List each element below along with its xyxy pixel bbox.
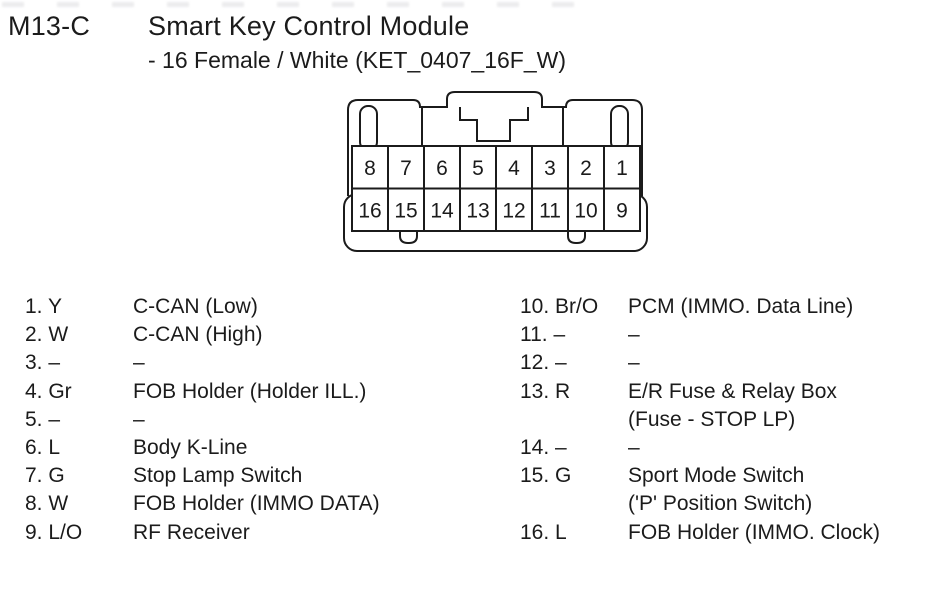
pin-number-and-wire-color: 16. L — [520, 520, 567, 544]
pin-row: ('P' Position Switch) — [520, 490, 880, 518]
pin-cell-number: 16 — [358, 199, 381, 222]
pin-number-and-wire-color: 12. – — [520, 351, 567, 375]
pin-function: Sport Mode Switch — [628, 464, 805, 488]
pin-number-and-wire-color: 4. Gr — [25, 379, 72, 403]
pin-function: – — [628, 436, 640, 460]
pin-function: RF Receiver — [133, 520, 250, 544]
pin-grid: 8 7 6 5 4 3 2 1 16 15 14 13 12 11 10 9 — [351, 145, 641, 232]
page-subtitle: - 16 Female / White (KET_0407_16F_W) — [148, 47, 566, 73]
connector-diagram: 8 7 6 5 4 3 2 1 16 15 14 13 12 11 10 9 — [330, 85, 660, 265]
pin-row: 2. W C-CAN (High) — [25, 321, 380, 349]
pin-row: 13. R E/R Fuse & Relay Box — [520, 378, 880, 406]
pin-number-and-wire-color: 15. G — [520, 464, 572, 488]
pin-function: FOB Holder (IMMO DATA) — [133, 492, 380, 516]
pin-row: 16. L FOB Holder (IMMO. Clock) — [520, 519, 880, 547]
pin-cell — [531, 187, 569, 232]
pin-number-and-wire-color: 14. – — [520, 436, 567, 460]
pin-cell-number: 15 — [394, 199, 417, 222]
pin-number-and-wire-color: 8. W — [25, 492, 69, 516]
connector-bottom-tab-left — [399, 232, 418, 244]
pin-function: – — [628, 351, 640, 375]
pin-cell — [603, 187, 641, 232]
pin-cell-number: 7 — [400, 157, 412, 180]
pin-row: 3. – – — [25, 349, 380, 377]
pin-cell-number: 13 — [466, 199, 489, 222]
pin-function: PCM (IMMO. Data Line) — [628, 295, 854, 318]
connector-bottom-tab-right — [567, 232, 586, 244]
pin-function: E/R Fuse & Relay Box — [628, 379, 837, 403]
pin-cell — [423, 187, 461, 232]
pin-function: FOB Holder (Holder ILL.) — [133, 379, 367, 403]
pin-row: 12. – – — [520, 349, 880, 377]
pin-row: 5. – – — [25, 406, 380, 434]
pin-row: 9. L/O RF Receiver — [25, 519, 380, 547]
pin-number-and-wire-color — [520, 490, 628, 518]
pin-function: Stop Lamp Switch — [133, 464, 303, 488]
pin-cell-number: 5 — [472, 157, 484, 180]
pin-function: – — [133, 407, 145, 431]
pin-row: (Fuse - STOP LP) — [520, 406, 880, 434]
pin-function: C-CAN (High) — [133, 323, 263, 347]
pin-row: 10. Br/O PCM (IMMO. Data Line) — [520, 293, 880, 321]
connector-id: M13-C — [8, 11, 91, 41]
page-title: Smart Key Control Module — [148, 11, 470, 41]
pin-cell-number: 12 — [502, 199, 525, 222]
pin-cell-number: 3 — [544, 157, 556, 180]
pin-function: C-CAN (Low) — [133, 295, 258, 318]
pin-row: 8. W FOB Holder (IMMO DATA) — [25, 490, 380, 518]
pin-cell-number: 9 — [616, 199, 628, 222]
pin-cell-number: 10 — [574, 199, 597, 222]
connector-face-drawing: 8 7 6 5 4 3 2 1 16 15 14 13 12 11 10 9 — [343, 91, 648, 252]
pin-row: 14. – – — [520, 434, 880, 462]
connector-key-slot-right — [610, 105, 629, 151]
pin-number-and-wire-color — [520, 406, 628, 434]
pin-function: – — [133, 351, 145, 375]
pin-cell-number: 1 — [616, 157, 628, 180]
pin-row: 7. G Stop Lamp Switch — [25, 462, 380, 490]
pin-cell — [531, 145, 569, 190]
pin-cell-number: 14 — [430, 199, 454, 222]
pin-cell — [567, 187, 605, 232]
pin-row: 1. Y C-CAN (Low) — [25, 293, 380, 321]
pin-number-and-wire-color: 3. – — [25, 351, 61, 375]
scan-artifact — [2, 2, 602, 7]
pin-cell-number: 6 — [436, 157, 448, 180]
pin-number-and-wire-color: 6. L — [25, 436, 61, 460]
pin-function: FOB Holder (IMMO. Clock) — [628, 520, 881, 544]
pin-cell-number: 8 — [364, 157, 376, 180]
pin-number-and-wire-color: 7. G — [25, 464, 65, 488]
pin-number-and-wire-color: 5. – — [25, 407, 61, 431]
pin-number-and-wire-color: 9. L/O — [25, 520, 83, 544]
pin-cell-number: 11 — [539, 199, 561, 222]
pin-function: – — [628, 323, 640, 347]
pin-row: 11. – – — [520, 321, 880, 349]
pin-row: 15. G Sport Mode Switch — [520, 462, 880, 490]
pin-number-and-wire-color: 2. W — [25, 323, 69, 347]
pin-cell — [603, 145, 641, 190]
pin-cell-number: 2 — [580, 157, 592, 180]
pin-cell — [387, 187, 425, 232]
pin-function: Body K-Line — [133, 436, 248, 460]
pin-function: ('P' Position Switch) — [628, 492, 813, 516]
pin-cell-number: 4 — [508, 157, 520, 180]
pin-number-and-wire-color: 10. Br/O — [520, 295, 599, 318]
pin-number-and-wire-color: 1. Y — [25, 295, 62, 318]
pin-function: (Fuse - STOP LP) — [628, 407, 796, 431]
connector-t-key-slot — [459, 107, 529, 142]
pin-row: 4. Gr FOB Holder (Holder ILL.) — [25, 378, 380, 406]
pin-number-and-wire-color: 11. – — [520, 323, 566, 347]
pin-row: 6. L Body K-Line — [25, 434, 380, 462]
connector-key-slot-left — [359, 105, 378, 151]
pin-number-and-wire-color: 13. R — [520, 379, 571, 403]
